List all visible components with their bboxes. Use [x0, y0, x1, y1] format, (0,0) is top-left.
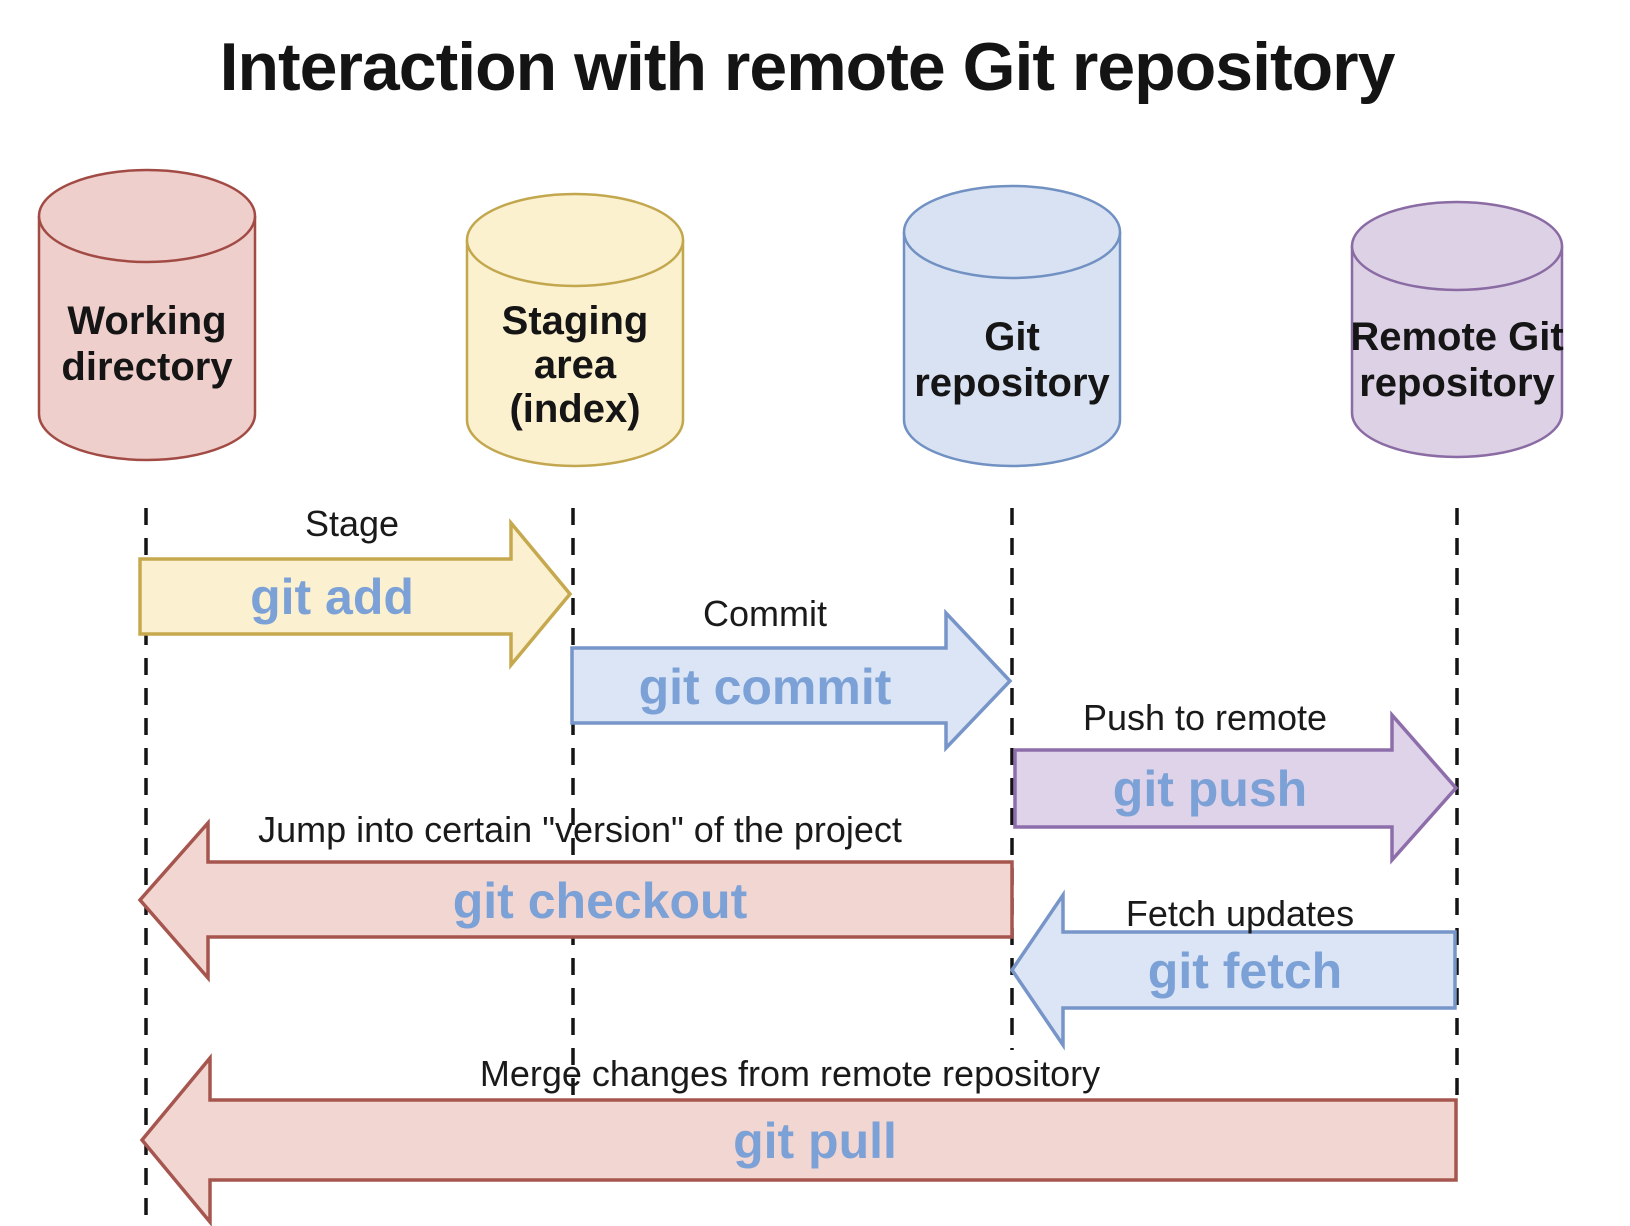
remote-git-repository-label-line1: Remote Git [1350, 315, 1563, 359]
cylinder-top [1350, 200, 1564, 292]
git-repository-label-line1: Git [984, 315, 1040, 359]
cylinder-body [902, 232, 1122, 468]
working-directory-label-line2: directory [61, 345, 233, 389]
git-pull-command: git pull [733, 1113, 897, 1169]
git-pull-arrow [139, 1053, 1458, 1226]
remote-git-repository-label-line2: repository [1359, 361, 1555, 405]
node-working-directory: Working directory [37, 168, 257, 462]
git-push-arrow [1013, 710, 1459, 865]
git-checkout-arrow [137, 818, 1014, 983]
node-git-repository: Git repository [902, 184, 1122, 468]
push-to-remote-action-label: Push to remote [1083, 697, 1327, 738]
cylinder-body [1350, 246, 1564, 459]
git-push-command: git push [1113, 761, 1307, 817]
arrow-git-commit: Commit git commit [570, 593, 1013, 753]
node-staging-area: Staging area (index) [465, 192, 685, 468]
staging-area-label-line2: area [534, 343, 617, 387]
cylinder-top [465, 192, 685, 288]
git-repository-label-line2: repository [914, 361, 1110, 405]
git-checkout-command: git checkout [453, 873, 748, 929]
git-add-command: git add [250, 569, 414, 625]
cylinder-body [465, 240, 685, 468]
fetch-updates-action-label: Fetch updates [1126, 893, 1354, 934]
cylinder-body [37, 216, 257, 462]
arrow-git-checkout: Jump into certain "version" of the proje… [137, 809, 1014, 983]
cylinder-top [37, 168, 257, 264]
arrow-git-push: Push to remote git push [1013, 697, 1459, 865]
merge-changes-action-label: Merge changes from remote repository [480, 1053, 1100, 1094]
git-commit-command: git commit [639, 659, 892, 715]
diagram-title: Interaction with remote Git repository [220, 29, 1396, 105]
git-commit-arrow [570, 608, 1013, 753]
staging-area-label-line1: Staging [502, 299, 649, 343]
commit-action-label: Commit [703, 593, 827, 634]
arrow-git-add: Stage git add [138, 503, 573, 670]
working-directory-label-line1: Working [67, 299, 226, 343]
stage-action-label: Stage [305, 503, 399, 544]
arrow-git-fetch: Fetch updates git fetch [1009, 889, 1457, 1051]
git-fetch-arrow [1009, 889, 1457, 1051]
staging-area-label-line3: (index) [509, 387, 640, 431]
arrow-git-pull: Merge changes from remote repository git… [139, 1053, 1458, 1226]
git-fetch-command: git fetch [1148, 943, 1342, 999]
node-remote-git-repository: Remote Git repository [1350, 200, 1564, 459]
jump-version-action-label: Jump into certain "version" of the proje… [258, 809, 902, 850]
git-add-arrow [138, 518, 573, 670]
cylinder-top [902, 184, 1122, 280]
